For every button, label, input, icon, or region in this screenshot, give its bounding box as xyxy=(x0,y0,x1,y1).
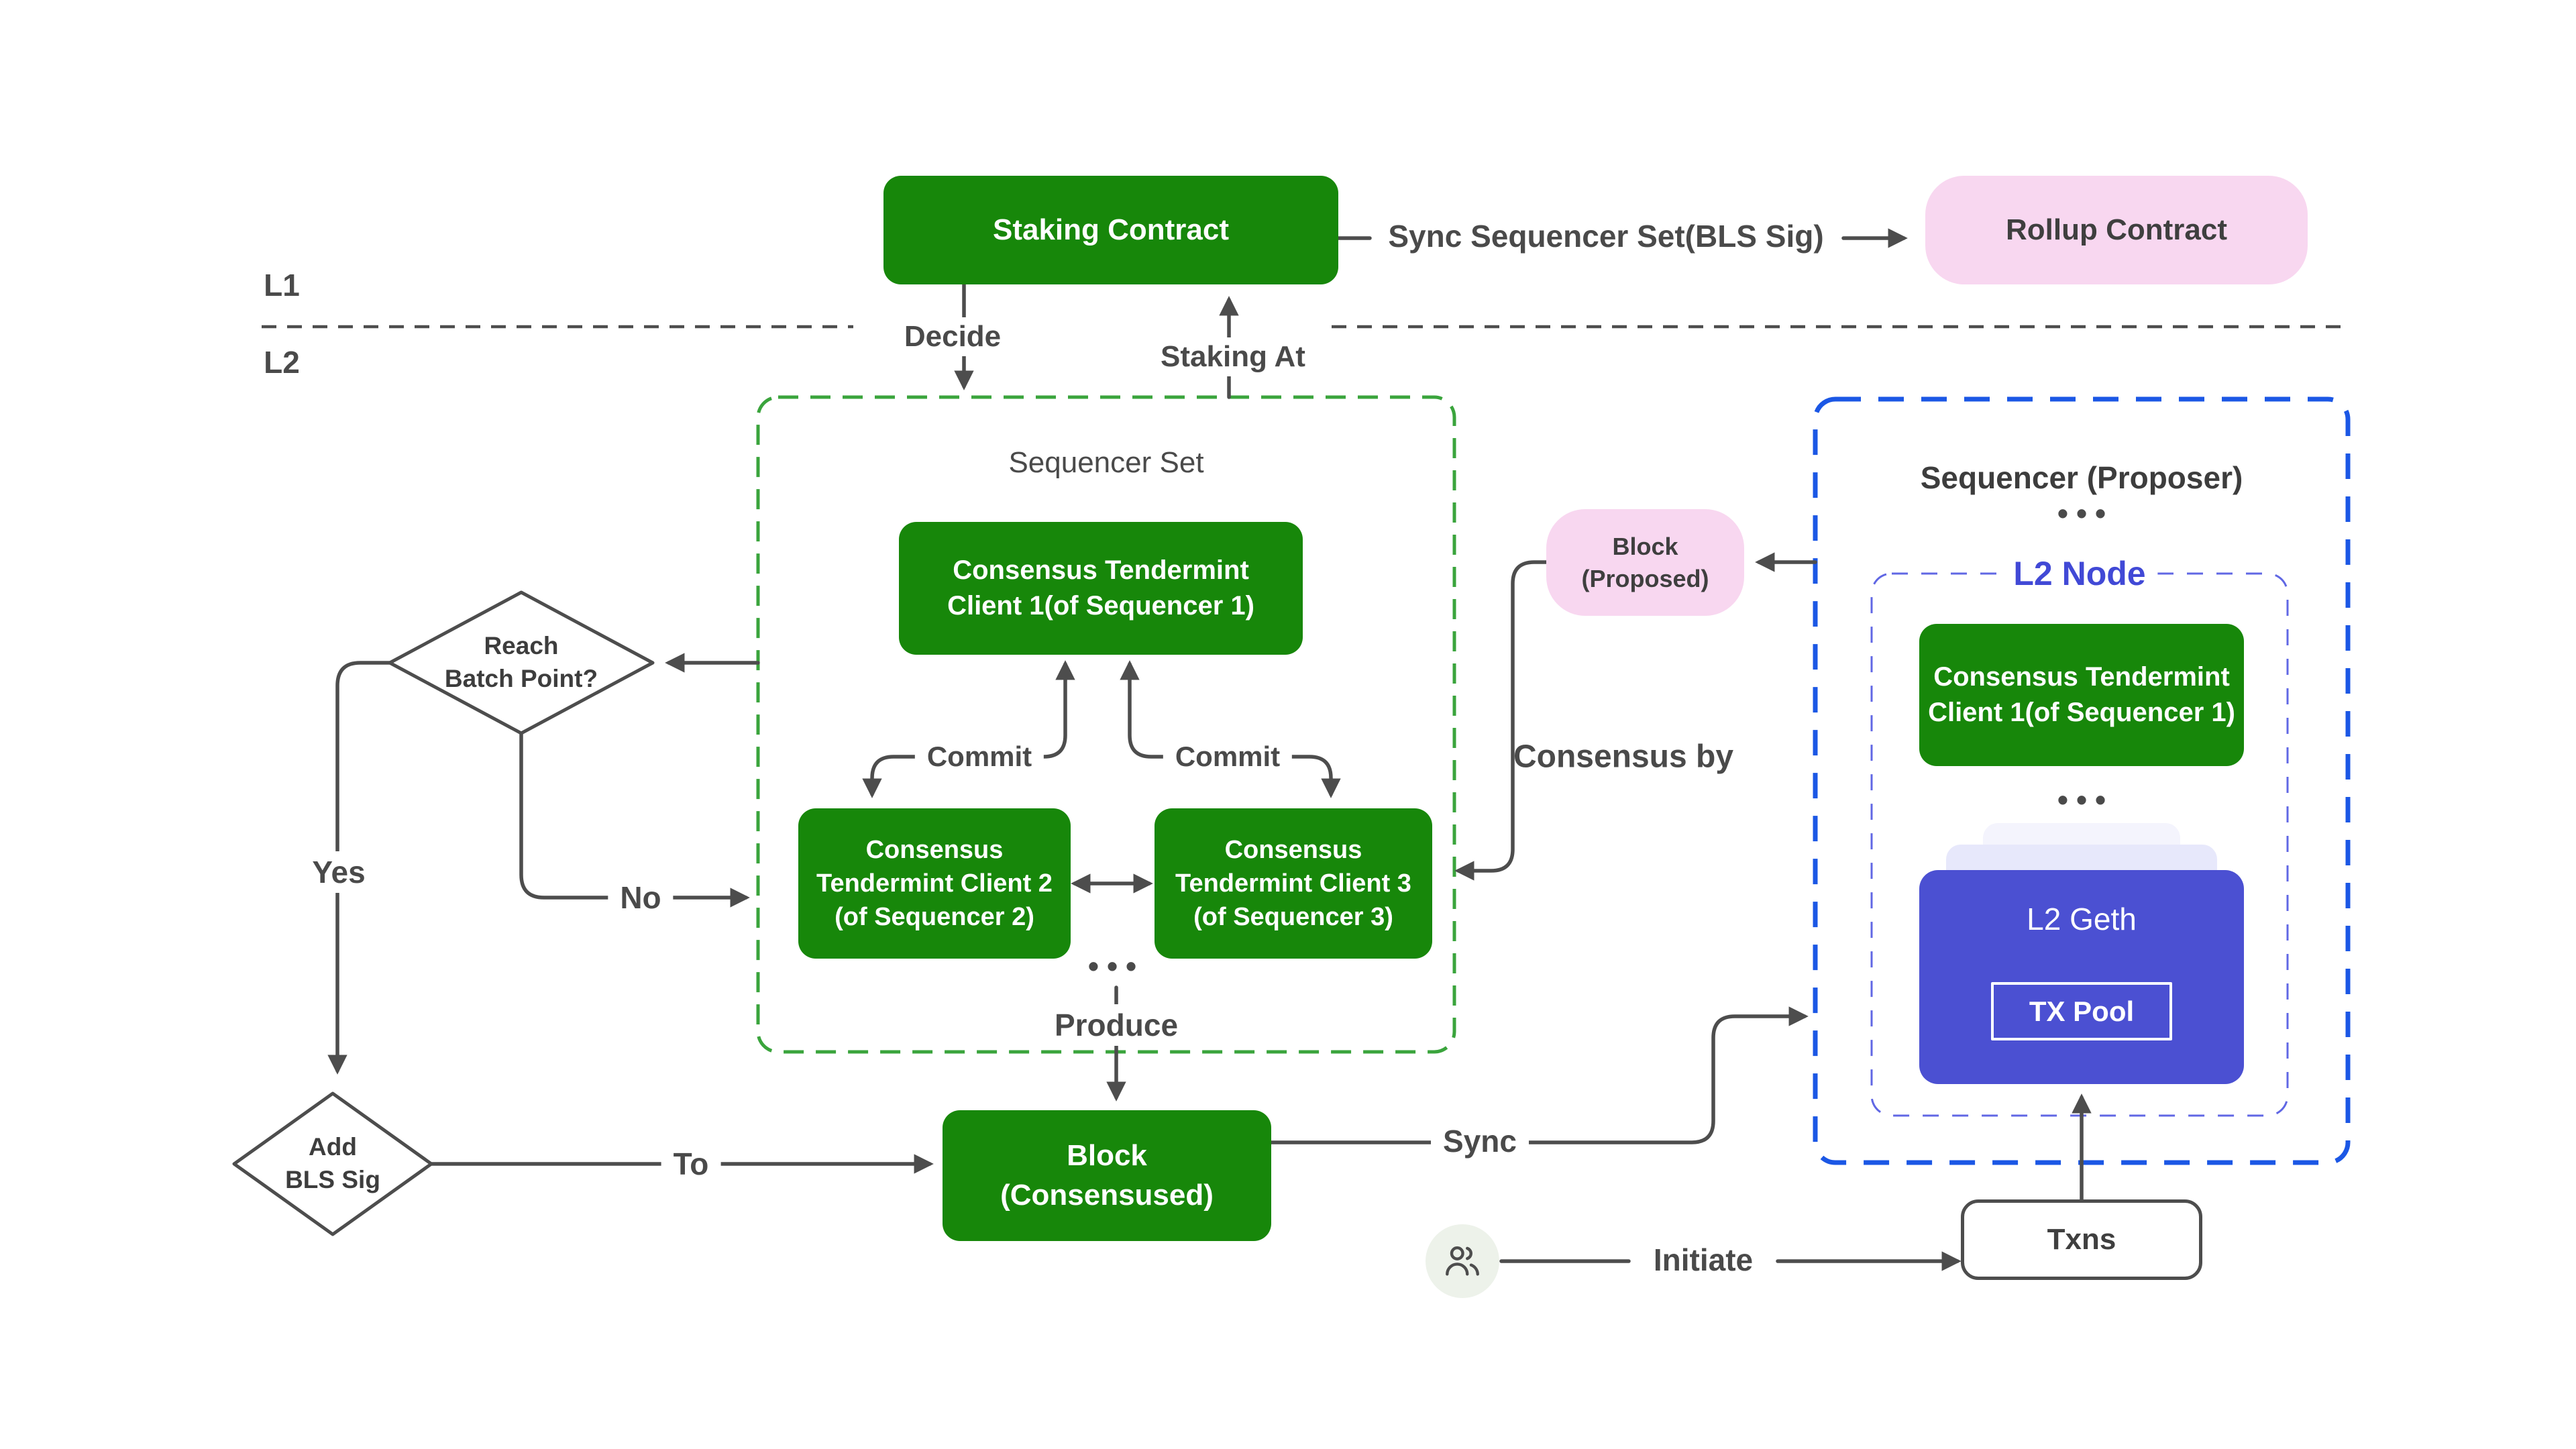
l2-node-label: L2 Node xyxy=(2001,551,2158,596)
proposer-client1-box: Consensus Tendermint Client 1(of Sequenc… xyxy=(1919,624,2244,766)
block-consensused-line1: Block xyxy=(1067,1139,1147,1173)
sequencer-set-title: Sequencer Set xyxy=(1008,446,1204,479)
yes-label: Yes xyxy=(300,851,378,893)
consensus-by-arrow xyxy=(1454,560,1548,881)
add-bls-line1: Add xyxy=(309,1133,357,1161)
txns-label: Txns xyxy=(2047,1223,2116,1256)
staking-contract-box: Staking Contract xyxy=(883,176,1338,284)
add-bls-sig-diamond xyxy=(232,1091,433,1236)
l1-label: L1 xyxy=(264,268,300,303)
l2-label: L2 xyxy=(264,345,300,380)
reach-batch-point-diamond xyxy=(388,590,655,735)
block-consensused-line2: (Consensused) xyxy=(1000,1178,1214,1212)
l2-geth-box: L2 Geth TX Pool xyxy=(1919,870,2244,1084)
no-arrow xyxy=(519,731,750,908)
rollup-contract-label: Rollup Contract xyxy=(2006,213,2227,246)
client1-line2: Client 1(of Sequencer 1) xyxy=(947,591,1254,621)
sequencer-set-ellipsis: ••• xyxy=(1087,949,1145,983)
tx-pool-label: TX Pool xyxy=(2029,995,2135,1027)
to-label: To xyxy=(661,1143,721,1185)
sequencer-proposer-title: Sequencer (Proposer) xyxy=(1920,460,2243,495)
add-bls-sig-label: Add BLS Sig xyxy=(285,1131,380,1197)
proposer-client1-line2: Client 1(of Sequencer 1) xyxy=(1928,698,2235,727)
block-proposed-box: Block (Proposed) xyxy=(1546,509,1744,616)
consensus-client3-box: Consensus Tendermint Client 3 (of Sequen… xyxy=(1155,808,1432,959)
client2-line1: Consensus xyxy=(865,835,1004,864)
staking-at-label: Staking At xyxy=(1148,337,1318,376)
tx-pool-box: TX Pool xyxy=(1991,982,2172,1040)
users-icon xyxy=(1446,1246,1479,1276)
proposer-ellipsis-mid: ••• xyxy=(2057,782,2114,817)
reach-line2: Batch Point? xyxy=(444,665,598,692)
client3-line3: (of Sequencer 3) xyxy=(1193,903,1393,932)
sync-arrow xyxy=(1269,1006,1809,1144)
block-consensused-box: Block (Consensused) xyxy=(943,1110,1271,1241)
proposer-client1-line1: Consensus Tendermint xyxy=(1933,662,2230,692)
client2-line3: (of Sequencer 2) xyxy=(835,903,1034,932)
yes-arrow xyxy=(327,661,392,1075)
client1-line1: Consensus Tendermint xyxy=(953,555,1249,586)
consensus-client1-box: Consensus Tendermint Client 1(of Sequenc… xyxy=(899,522,1303,655)
block-proposed-line1: Block xyxy=(1612,532,1678,560)
consensus-client2-box: Consensus Tendermint Client 2 (of Sequen… xyxy=(798,808,1071,959)
client3-line1: Consensus xyxy=(1224,835,1362,864)
add-bls-line2: BLS Sig xyxy=(285,1166,380,1193)
block-proposed-line2: (Proposed) xyxy=(1581,564,1709,592)
l2-geth-label: L2 Geth xyxy=(2027,902,2137,936)
user-avatar xyxy=(1426,1224,1499,1298)
no-label: No xyxy=(608,877,674,918)
rollup-contract-box: Rollup Contract xyxy=(1925,176,2308,284)
proposer-ellipsis-top: ••• xyxy=(2057,496,2114,531)
reach-batch-point-label: Reach Batch Point? xyxy=(445,630,598,696)
reach-line1: Reach xyxy=(484,632,559,660)
client3-line2: Tendermint Client 3 xyxy=(1175,869,1411,898)
sync-label: Sync xyxy=(1431,1120,1529,1162)
decide-label: Decide xyxy=(892,317,1014,356)
commit-right-label: Commit xyxy=(1163,738,1293,775)
staking-contract-label: Staking Contract xyxy=(992,213,1230,246)
txns-box: Txns xyxy=(1961,1199,2202,1280)
client2-line2: Tendermint Client 2 xyxy=(816,869,1053,898)
commit-left-label: Commit xyxy=(914,738,1044,775)
sync-sequencer-set-label: Sync Sequencer Set(BLS Sig) xyxy=(1388,219,1824,254)
initiate-label: Initiate xyxy=(1641,1239,1766,1281)
consensus-by-label: Consensus by xyxy=(1513,739,1734,775)
produce-label: Produce xyxy=(1042,1004,1191,1046)
sequencer-set-container xyxy=(756,395,1456,1054)
